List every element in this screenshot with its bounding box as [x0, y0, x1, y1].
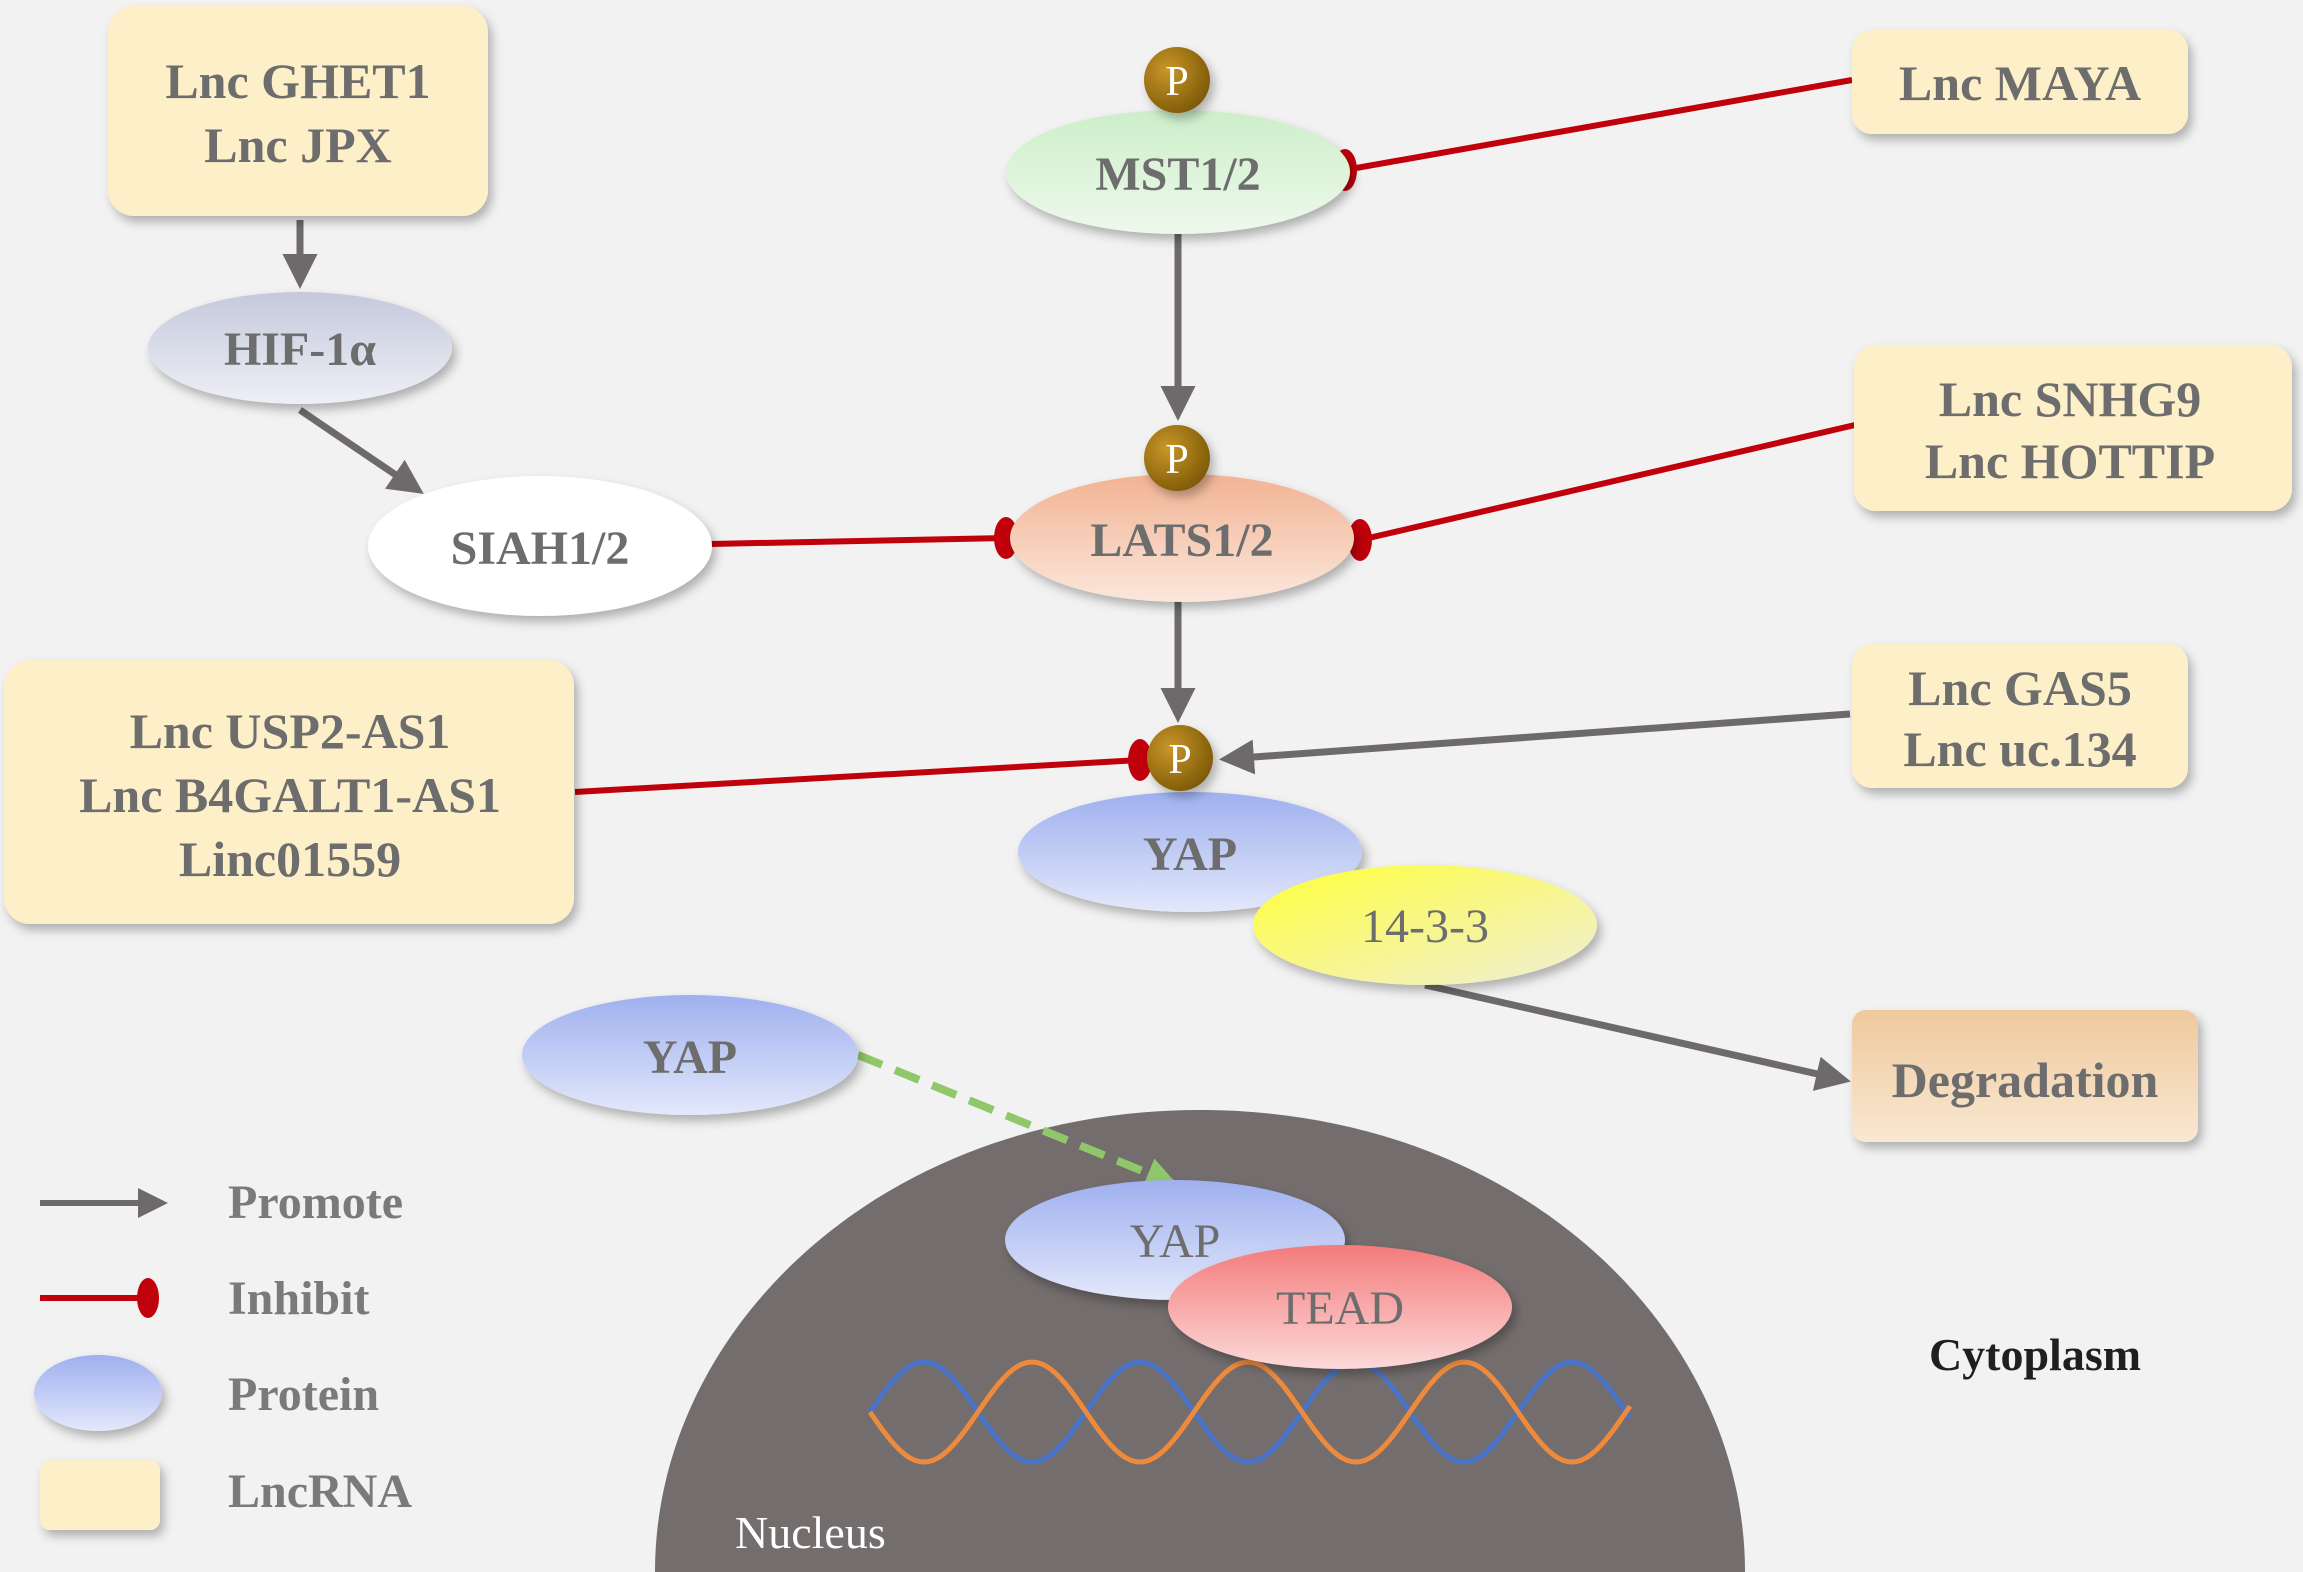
- lncrna-box-snhg9-hottip: Lnc SNHG9 Lnc HOTTIP: [1854, 345, 2292, 511]
- legend-protein-label: Protein: [228, 1368, 379, 1421]
- protein-hif: HIF-1α: [148, 292, 452, 404]
- svg-text:P: P: [1165, 437, 1188, 483]
- svg-text:Degradation: Degradation: [1892, 1052, 2159, 1108]
- svg-text:Linc01559: Linc01559: [179, 831, 401, 887]
- degradation-box: Degradation: [1852, 1010, 2198, 1142]
- svg-text:Lnc B4GALT1-AS1: Lnc B4GALT1-AS1: [79, 767, 501, 823]
- inhibit-cap-lats-left: [994, 517, 1018, 559]
- svg-text:Lnc USP2-AS1: Lnc USP2-AS1: [130, 703, 451, 759]
- svg-text:YAP: YAP: [643, 1031, 737, 1084]
- protein-yap-free: YAP: [522, 995, 858, 1115]
- svg-text:Lnc JPX: Lnc JPX: [204, 117, 392, 173]
- svg-text:Lnc GHET1: Lnc GHET1: [165, 53, 430, 109]
- phospho-lats: P: [1144, 425, 1210, 491]
- dna-strand-orange: [867, 1359, 1633, 1465]
- protein-mst: MST1/2: [1006, 110, 1350, 234]
- inhibit-maya-to-mst: [1344, 77, 1853, 173]
- lncrna-box-ghet1-jpx: Lnc GHET1 Lnc JPX: [108, 6, 488, 216]
- legend-inhibit-label: Inhibit: [228, 1272, 369, 1325]
- svg-text:Lnc uc.134: Lnc uc.134: [1903, 721, 2136, 777]
- legend-inhibit-cap: [137, 1278, 159, 1318]
- phospho-yap: P: [1147, 725, 1213, 791]
- lncrna-box-maya: Lnc MAYA: [1852, 30, 2188, 134]
- svg-text:TEAD: TEAD: [1276, 1282, 1404, 1335]
- svg-text:Lnc SNHG9: Lnc SNHG9: [1939, 371, 2202, 427]
- protein-lats: LATS1/2: [1010, 474, 1354, 602]
- cytoplasm-label: Cytoplasm: [1929, 1329, 2141, 1380]
- inhibit-cap-lats-right: [1348, 519, 1372, 561]
- legend-protein-swatch: [34, 1355, 162, 1431]
- arrow-hif-to-siah: [298, 407, 424, 494]
- svg-text:14-3-3: 14-3-3: [1361, 900, 1489, 953]
- lncrna-box-usp2-group: Lnc USP2-AS1 Lnc B4GALT1-AS1 Linc01559: [4, 660, 574, 924]
- svg-text:Lnc MAYA: Lnc MAYA: [1899, 55, 2141, 111]
- protein-tead: TEAD: [1168, 1245, 1512, 1369]
- dna-strand-blue: [867, 1359, 1633, 1465]
- svg-text:SIAH1/2: SIAH1/2: [451, 522, 630, 575]
- inhibit-snhg9-to-lats: [1359, 422, 1856, 543]
- legend-lncrna-label: LncRNA: [228, 1465, 412, 1518]
- inhibit-usp2-to-yap-p: [574, 757, 1141, 795]
- svg-text:YAP: YAP: [1130, 1215, 1221, 1268]
- inhibit-siah-to-lats: [709, 535, 1007, 547]
- phospho-mst: P: [1144, 47, 1210, 113]
- arrow-1433-to-degradation: [1424, 981, 1851, 1091]
- protein-14-3-3: 14-3-3: [1253, 865, 1597, 985]
- inhibit-cap-yap-p: [1128, 739, 1152, 781]
- legend: Promote Inhibit Protein LncRNA: [34, 1176, 412, 1530]
- svg-text:LATS1/2: LATS1/2: [1090, 514, 1273, 567]
- protein-siah: SIAH1/2: [368, 476, 712, 616]
- protein-yap-cytoplasmic: YAP: [1018, 792, 1362, 912]
- svg-text:P: P: [1168, 737, 1191, 783]
- svg-text:MST1/2: MST1/2: [1095, 148, 1260, 201]
- svg-text:YAP: YAP: [1143, 828, 1237, 881]
- arrow-gas5-to-yap-p: [1219, 710, 1851, 775]
- legend-promote-label: Promote: [228, 1176, 403, 1229]
- svg-text:P: P: [1165, 59, 1188, 105]
- lncrna-box-gas5-uc134: Lnc GAS5 Lnc uc.134: [1852, 644, 2188, 788]
- arrow-yap-translocation: [856, 1051, 1178, 1189]
- legend-lncrna-swatch: [40, 1460, 160, 1530]
- nucleus-label: Nucleus: [735, 1507, 886, 1558]
- svg-text:HIF-1α: HIF-1α: [224, 323, 376, 376]
- svg-text:Lnc HOTTIP: Lnc HOTTIP: [1925, 433, 2215, 489]
- svg-text:Lnc GAS5: Lnc GAS5: [1908, 660, 2132, 716]
